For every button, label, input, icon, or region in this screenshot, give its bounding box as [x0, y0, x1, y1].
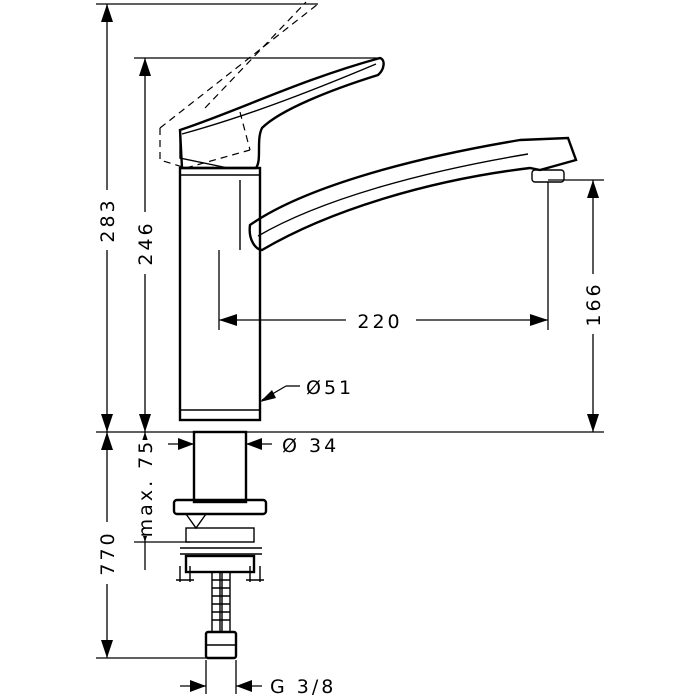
dim-max-counter-thickness: max. 75 [134, 432, 190, 570]
dim-spout-height: 166 [548, 179, 605, 432]
dim-spout-reach-label: 220 [357, 311, 402, 333]
dim-lever-height-label: 246 [135, 220, 157, 265]
dim-connection-thread-label: G 3/8 [270, 676, 336, 698]
dim-spout-height-label: 166 [583, 281, 605, 326]
dim-body-diameter: Ø51 [260, 377, 354, 402]
dim-max-counter-thickness-label: max. 75 [135, 439, 157, 538]
faucet-body [178, 166, 262, 422]
dim-total-height-label: 283 [97, 197, 119, 242]
supply-hoses [204, 571, 238, 660]
dim-shank-diameter-label: Ø 34 [282, 435, 339, 457]
lever-handle [178, 56, 385, 170]
lever-open-position-outline [159, 1, 319, 169]
dim-lever-height: 246 [134, 57, 380, 432]
dim-shank-diameter: Ø 34 [168, 435, 339, 457]
dim-hose-length-label: 770 [97, 530, 119, 575]
dim-body-diameter-label: Ø51 [306, 377, 354, 399]
dim-spout-reach: 220 [218, 182, 549, 333]
spout [248, 136, 578, 252]
mounting-shank [172, 430, 268, 582]
dim-hose-length: 770 [96, 432, 206, 659]
dim-total-height: 283 [96, 3, 318, 432]
dim-connection-thread: G 3/8 [180, 660, 336, 698]
